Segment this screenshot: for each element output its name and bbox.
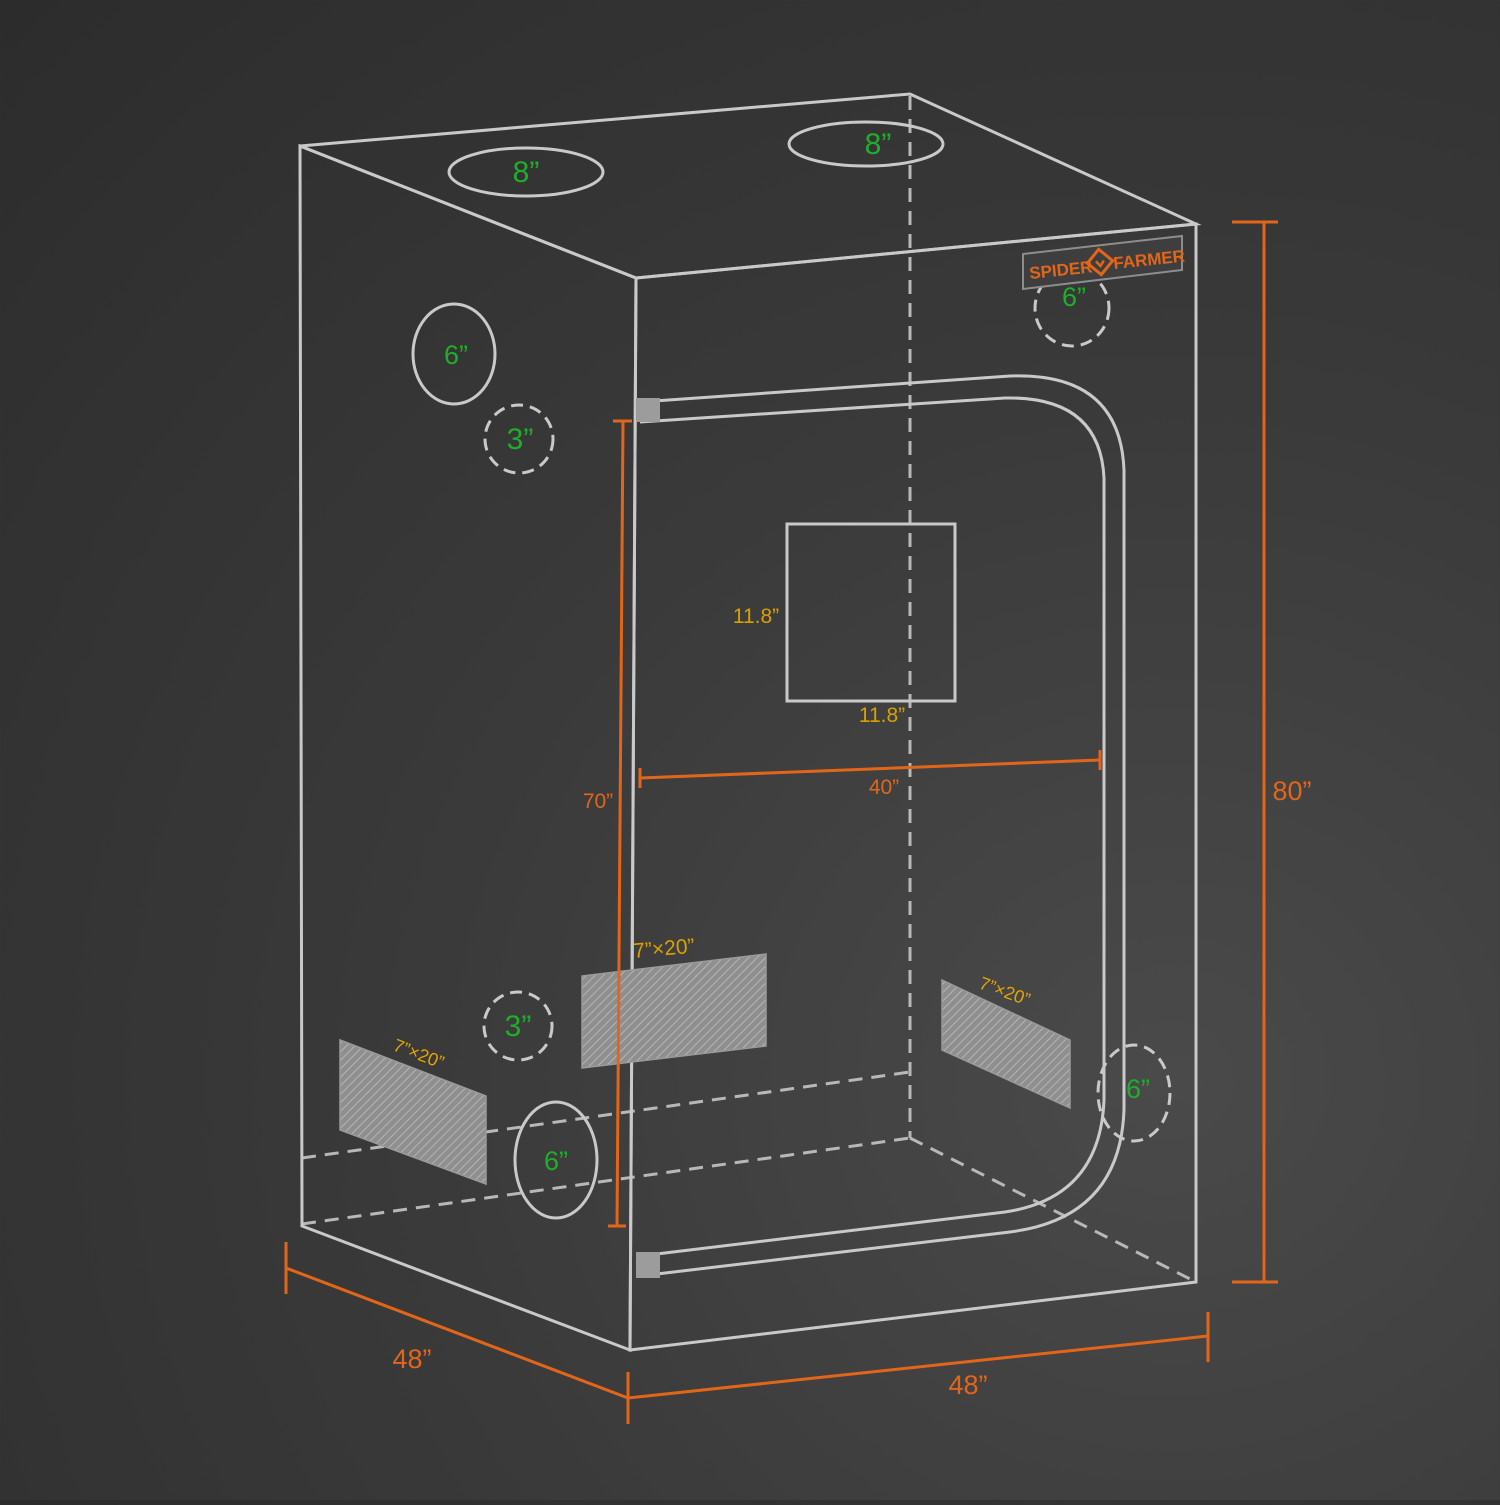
port-left-bottom: [513, 1100, 599, 1220]
port-right-lower: [1096, 1043, 1172, 1143]
width-dimension: [626, 1312, 1210, 1424]
vent-back-wall: [581, 953, 767, 1069]
spider-farmer-diamond-icon: [1085, 247, 1115, 277]
door-width-label: 40”: [869, 776, 899, 799]
depth-dimension: [284, 1242, 629, 1400]
port-back-upper-label: 6”: [1062, 282, 1086, 312]
door-height-dimension: [608, 419, 632, 1228]
dimension-lines: [284, 220, 1278, 1424]
port-right-lower-label: 6”: [1126, 1074, 1150, 1104]
window-width-label: 11.8”: [859, 704, 905, 727]
port-left-lower-small: [482, 990, 554, 1062]
zipper-top-tab: [636, 398, 660, 422]
port-top-right: [787, 120, 945, 168]
width-label: 48”: [948, 1370, 987, 1400]
door-height-label: 70”: [583, 790, 613, 813]
door-zipper: [636, 374, 1126, 1278]
ports: [411, 120, 1172, 1220]
port-labels: 8” 8” 6” 3” 3” 6” 6” 6”: [444, 128, 1150, 1176]
vent-back-wall-label: 7”×20”: [632, 935, 695, 963]
door-width-dimension: [638, 750, 1102, 788]
port-left-upper: [411, 302, 497, 406]
port-top-left-label: 8”: [513, 156, 540, 189]
port-left-upper-label: 6”: [444, 340, 468, 370]
port-left-upper-small-label: 3”: [507, 423, 534, 456]
window-labels: 11.8” 11.8”: [733, 605, 905, 727]
port-left-upper-small: [483, 403, 555, 475]
port-top-left: [447, 146, 605, 198]
port-top-right-label: 8”: [865, 128, 892, 161]
port-left-lower-small-label: 3”: [505, 1010, 532, 1043]
vents: [339, 953, 1071, 1186]
zipper-bottom-tab: [636, 1252, 660, 1278]
vent-left-side: [339, 1038, 487, 1186]
tent-front-face: [628, 222, 1198, 1352]
height-dimension: [1232, 220, 1278, 1284]
brand-logo: SPIDER FARMER: [1022, 234, 1186, 291]
port-left-bottom-label: 6”: [544, 1146, 568, 1176]
height-label: 80”: [1272, 776, 1311, 806]
vent-right-side: [941, 978, 1071, 1110]
window-height-label: 11.8”: [733, 605, 779, 628]
depth-label: 48”: [392, 1344, 431, 1374]
dimension-labels: 80” 70” 40” 48” 48”: [392, 776, 1311, 1400]
viewing-window: [785, 522, 957, 703]
